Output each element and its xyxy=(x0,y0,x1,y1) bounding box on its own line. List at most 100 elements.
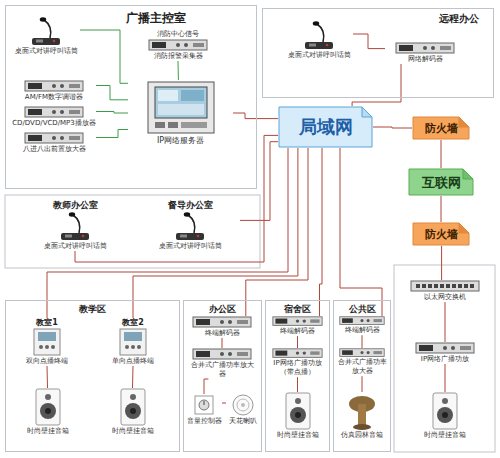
device-label: 音量控制器 xyxy=(186,417,222,426)
device-label: 终端解码器 xyxy=(270,327,325,336)
device-label: 桌面式对讲呼叫话筒 xyxy=(25,242,125,251)
preamp-unit: 八进八出前置放大器 xyxy=(12,132,96,154)
device-label: 时尚壁挂音箱 xyxy=(270,431,325,440)
garden-speaker: 仿真园林音箱 xyxy=(337,392,387,440)
connector-line xyxy=(441,196,442,222)
spk-graphic xyxy=(430,392,460,430)
connector-line xyxy=(362,376,363,392)
device-label: 桌面式对讲呼叫话筒 xyxy=(12,47,80,56)
connector-line xyxy=(96,86,128,100)
connector-line xyxy=(47,148,288,318)
device-label: IP网络服务器 xyxy=(128,136,233,146)
classroom-terminal: 教室2单向点播终端 xyxy=(98,318,168,366)
rack-icon xyxy=(270,348,325,358)
ceil-icon xyxy=(226,394,260,416)
rack-graphic xyxy=(192,316,252,328)
rack-graphic xyxy=(339,348,385,357)
device-label: 仿真园林音箱 xyxy=(337,431,387,440)
connector-line xyxy=(297,336,298,348)
device-label: IP网络广播功放 xyxy=(402,355,488,364)
connector-line xyxy=(204,379,208,394)
panel-heading: 公共区 xyxy=(349,304,376,315)
mic-icon xyxy=(12,16,80,46)
term-graphic xyxy=(32,328,62,356)
connector-line xyxy=(96,112,128,114)
connector-line xyxy=(441,246,443,280)
mic-graphic xyxy=(301,20,337,50)
rack-graphic xyxy=(272,348,323,358)
connector-line xyxy=(246,148,308,316)
ceil-graphic xyxy=(231,394,255,416)
panel-heading: 远程办公 xyxy=(439,13,479,25)
zone-panel: 办公区终端解码器合并式广播功率放大器音量控制器天花喇叭 xyxy=(183,300,262,452)
device-label: 合并式广播功率放大器 xyxy=(337,358,387,376)
rack-icon xyxy=(138,39,218,51)
spk-icon xyxy=(20,388,75,426)
tuner-unit: AM/FM数字调谐器 xyxy=(12,80,96,102)
device-label: 时尚壁挂音箱 xyxy=(417,431,473,440)
device-label: 单向点播终端 xyxy=(98,357,168,366)
firewall-tag: 防火墙 xyxy=(412,116,470,140)
device-label: 桌面式对讲呼叫话筒 xyxy=(140,242,240,251)
remote-site-outline xyxy=(394,265,495,452)
spk-icon xyxy=(105,388,160,426)
office-microphone: 督导办公室桌面式对讲呼叫话筒 xyxy=(140,200,240,251)
terminal-decoder: 终端解码器 xyxy=(270,316,325,336)
terminal-decoder: 终端解码器 xyxy=(188,316,256,338)
rack-icon xyxy=(337,316,387,325)
panel-heading: 办公区 xyxy=(209,304,236,315)
mic-icon xyxy=(285,20,353,50)
panel-heading: 教学区 xyxy=(79,304,106,315)
rack-icon xyxy=(12,132,96,144)
rack-graphic xyxy=(339,316,385,325)
terminal-decoder: 终端解码器 xyxy=(337,316,387,335)
rack-graphic xyxy=(272,316,323,326)
rack-icon xyxy=(12,106,96,118)
server-icon xyxy=(128,80,233,135)
connector-line xyxy=(373,127,412,128)
device-heading: 教师办公室 xyxy=(25,200,125,211)
rack-graphic xyxy=(24,106,84,118)
player-unit: CD/DVD/VCD/MP3播放器 xyxy=(12,106,96,128)
connector-line xyxy=(353,34,385,49)
connector-line xyxy=(445,364,446,392)
device-label: 终端解码器 xyxy=(337,326,387,335)
spk-graphic xyxy=(33,388,63,426)
internet-tag: 互联网 xyxy=(408,168,474,196)
tag-label: 防火墙 xyxy=(425,228,458,241)
device-label: IP网络广播功放（带点播） xyxy=(270,359,325,377)
rack-graphic xyxy=(395,42,455,54)
tag-label: 互联网 xyxy=(422,175,461,190)
ethernet-switch: 以太网交换机 xyxy=(402,280,488,302)
tag-label: 局域网 xyxy=(299,116,353,138)
connector-line xyxy=(178,61,179,80)
connector-line xyxy=(352,64,401,106)
mic-icon xyxy=(25,211,125,241)
remote-office-panel: 远程办公桌面式对讲呼叫话筒网络解码器 xyxy=(262,8,494,98)
connector-line xyxy=(445,302,446,342)
switch-graphic xyxy=(410,280,480,292)
firewall-tag: 防火墙 xyxy=(412,222,470,246)
spk-graphic xyxy=(118,388,148,426)
vol-graphic xyxy=(193,394,215,416)
connector-line xyxy=(297,377,298,392)
device-label: 消防报警采集器 xyxy=(138,52,218,61)
device-heading: 消防中心信号 xyxy=(138,30,218,39)
wall-speaker: 时尚壁挂音箱 xyxy=(20,388,75,436)
power-amplifier: 合并式广播功率放大器 xyxy=(337,348,387,376)
connector-line xyxy=(47,366,49,388)
term-graphic xyxy=(118,328,148,356)
garden-icon xyxy=(337,392,387,430)
office-group-outline xyxy=(5,195,260,268)
network-decoder: 网络解码器 xyxy=(385,42,465,64)
connector-line xyxy=(132,366,134,388)
fire-alarm-collector: 消防中心信号消防报警采集器 xyxy=(138,30,218,61)
device-heading: 督导办公室 xyxy=(140,200,240,211)
rack-icon xyxy=(12,80,96,92)
panel-heading: 宿舍区 xyxy=(284,304,311,315)
term-icon xyxy=(98,328,168,356)
spk-graphic xyxy=(283,392,313,430)
garden-graphic xyxy=(347,392,377,430)
device-label: 双向点播终端 xyxy=(12,357,82,366)
zone-panel: 宿舍区终端解码器 IP网络广播功放（带点播） 时尚壁挂音箱 xyxy=(265,300,330,452)
